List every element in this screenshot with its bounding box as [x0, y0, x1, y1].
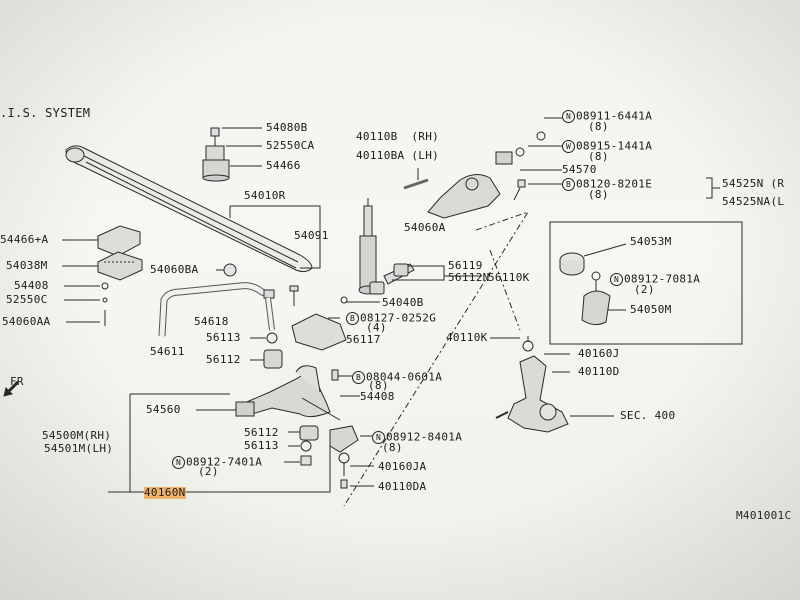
inset-bump-parts: [559, 243, 627, 326]
part-54408-left[interactable]: 54408: [14, 279, 49, 292]
part-40110D[interactable]: 40110D: [578, 365, 620, 378]
part-54466[interactable]: 54466: [266, 159, 301, 172]
part-54060A[interactable]: 54060A: [404, 221, 446, 234]
part-54466A[interactable]: 54466+A: [0, 233, 49, 246]
ball-joint: [329, 425, 359, 489]
part-40160JA[interactable]: 40160JA: [378, 460, 427, 473]
part-54618[interactable]: 54618: [194, 315, 229, 328]
b-marker-icon: B: [352, 371, 365, 384]
part-52550CA[interactable]: 52550CA: [266, 139, 315, 152]
n-marker-icon: N: [562, 110, 575, 123]
qty-2-a: (2): [198, 465, 219, 478]
part-54560[interactable]: 54560: [146, 403, 181, 416]
qty-8-d: (8): [588, 150, 609, 163]
part-56117[interactable]: 56117: [346, 333, 381, 346]
part-54060AA[interactable]: 54060AA: [2, 315, 51, 328]
part-54525N[interactable]: 54525N (R: [722, 177, 785, 190]
leaf-spring: [65, 145, 313, 273]
part-56113-lower[interactable]: 56113: [244, 439, 279, 452]
bump-stopper-upper: [202, 127, 230, 182]
qty-8-a: (8): [368, 379, 389, 392]
upper-link: [427, 131, 546, 219]
front-label: FR: [10, 375, 24, 388]
b-marker-icon: B: [562, 178, 575, 191]
steering-knuckle: [495, 336, 569, 433]
part-56112N[interactable]: 56112N: [448, 271, 490, 284]
part-54570[interactable]: 54570: [562, 163, 597, 176]
part-54611[interactable]: 54611: [150, 345, 185, 358]
part-56110K[interactable]: 56110K: [488, 271, 530, 284]
part-54040B[interactable]: 54040B: [382, 296, 424, 309]
n-marker-icon: N: [172, 456, 185, 469]
part-56113-upper[interactable]: 56113: [206, 331, 241, 344]
part-56119[interactable]: 56119: [448, 259, 483, 272]
shock-absorber: [358, 198, 378, 295]
section-400-ref[interactable]: SEC. 400: [620, 409, 676, 422]
qty-8-b: (8): [382, 441, 403, 454]
part-54050M[interactable]: 54050M: [630, 303, 672, 316]
part-40110B[interactable]: 40110B (RH): [356, 130, 440, 143]
part-52550C[interactable]: 52550C: [6, 293, 48, 306]
part-54053M[interactable]: 54053M: [630, 235, 672, 248]
lower-link: [235, 365, 341, 421]
part-54500M[interactable]: 54500M(RH): [42, 429, 112, 442]
part-54080B[interactable]: 54080B: [266, 121, 308, 134]
n-marker-icon: N: [610, 273, 623, 286]
part-54408-center[interactable]: 54408: [360, 390, 395, 403]
qty-4: (4): [366, 321, 387, 334]
b-marker-icon: B: [346, 312, 359, 325]
stabilizer-bar: [158, 263, 275, 337]
part-40110DA[interactable]: 40110DA: [378, 480, 427, 493]
part-54501M[interactable]: 54501M(LH): [44, 442, 114, 455]
part-54525NA[interactable]: 54525NA(L: [722, 195, 785, 208]
part-40160J[interactable]: 40160J: [578, 347, 620, 360]
diagram-code: M401001C: [736, 509, 792, 522]
part-56112-lower[interactable]: 56112: [244, 426, 279, 439]
qty-8-c: (8): [588, 120, 609, 133]
n-marker-icon: N: [372, 431, 385, 444]
part-54038M[interactable]: 54038M: [6, 259, 48, 272]
part-54091[interactable]: 54091: [294, 229, 329, 242]
part-40160N-highlighted[interactable]: 40160N: [144, 486, 186, 499]
inset-frame: [549, 221, 743, 345]
part-54060BA[interactable]: 54060BA: [150, 263, 199, 276]
qty-8-e: (8): [588, 188, 609, 201]
w-marker-icon: W: [562, 140, 575, 153]
part-54010R[interactable]: 54010R: [244, 189, 286, 202]
qty-2-b: (2): [634, 283, 655, 296]
system-title: .I.S. SYSTEM: [0, 106, 91, 120]
front-arrow-icon: [3, 380, 20, 397]
part-40110K[interactable]: 40110K: [446, 331, 488, 344]
part-56112-upper[interactable]: 56112: [206, 353, 241, 366]
rubber-pads-left: [97, 225, 143, 281]
part-40110BA[interactable]: 40110BA (LH): [356, 149, 440, 162]
